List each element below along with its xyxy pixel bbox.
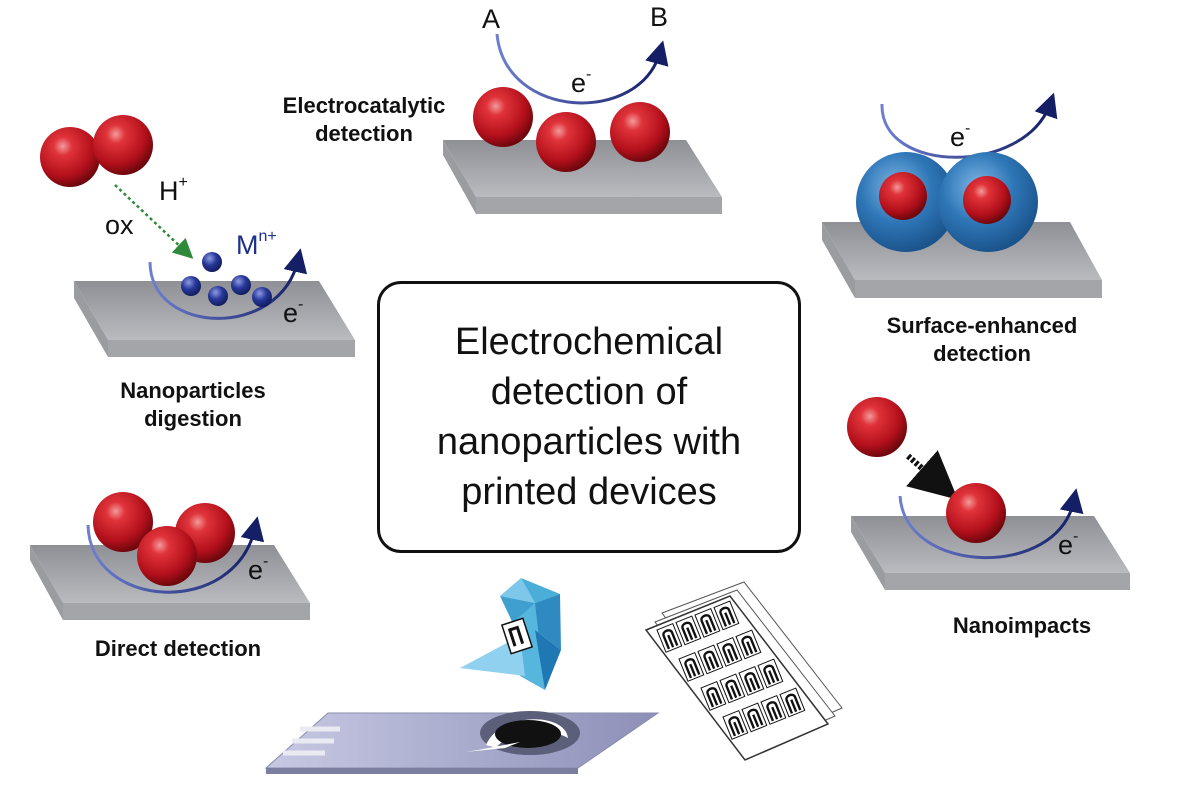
electron-label: e-: [248, 553, 269, 585]
mini-electrode: [716, 636, 743, 667]
metal-ion: [181, 276, 201, 296]
nanoparticle: [946, 483, 1006, 543]
mini-electrode: [722, 709, 749, 740]
label-digestion-line2: digestion: [144, 406, 242, 431]
screen-printed-electrode: [264, 711, 660, 774]
mini-electrode: [760, 694, 787, 725]
metal-ion: [231, 275, 251, 295]
electron-label: e-: [1058, 528, 1079, 560]
metal-ion: [252, 287, 272, 307]
metal-ion-label: Mn+: [236, 228, 277, 260]
direct-detection-panel: [30, 492, 310, 620]
mini-electrode: [694, 607, 721, 638]
mini-electrode: [700, 680, 727, 711]
nanoparticle: [847, 397, 907, 457]
surface-enhanced-panel: [822, 92, 1102, 298]
electron-transfer-arrow: [86, 516, 265, 594]
label-nanoimpacts: Nanoimpacts: [952, 613, 1092, 638]
mini-electrode: [738, 665, 765, 696]
mini-electrode: [719, 673, 746, 704]
nanoparticle: [610, 102, 670, 162]
nanoparticle: [473, 87, 533, 147]
mini-electrode: [656, 622, 683, 653]
product-label: B: [650, 2, 669, 32]
mini-electrode: [713, 600, 740, 631]
electrode-substrate: [74, 281, 355, 340]
central-title: Electrochemical detection of nanoparticl…: [436, 321, 742, 513]
mini-electrode: [757, 658, 784, 689]
proton-label: H+: [159, 174, 188, 206]
label-surface-enhanced-line2: detection: [933, 341, 1031, 366]
printed-electrode-sheets: [644, 581, 843, 761]
label-surface-enhanced-line1: Surface-enhanced: [886, 313, 1078, 338]
oxidation-label: ox: [105, 210, 134, 240]
electron-label: e-: [571, 66, 592, 98]
mini-electrode: [741, 702, 768, 733]
mini-electrode: [735, 629, 762, 660]
nanoparticle: [93, 115, 153, 175]
electron-transfer-arrow: [880, 92, 1058, 159]
label-direct-detection: Direct detection: [94, 636, 262, 661]
nanoparticle: [963, 176, 1011, 224]
nanoparticle: [137, 526, 197, 586]
mini-electrode: [678, 651, 705, 682]
label-digestion-line1: Nanoparticles: [120, 378, 266, 403]
nanoparticle: [879, 172, 927, 220]
electron-transfer-arrow: [148, 248, 308, 320]
origami-paper-device: [460, 578, 561, 690]
electron-transfer-arrow: [898, 488, 1084, 560]
mini-electrode: [697, 644, 724, 675]
label-electrocatalytic-line1: Electrocatalytic: [282, 93, 446, 118]
reactant-label: A: [482, 4, 501, 34]
nanoparticle: [536, 112, 596, 172]
metal-ion: [208, 286, 228, 306]
nanoparticle: [93, 492, 153, 552]
mini-electrode: [779, 687, 806, 718]
mini-electrode: [675, 615, 702, 646]
central-title-box: Electrochemical detection of nanoparticl…: [377, 281, 801, 553]
printed-electrode-array: [656, 600, 806, 740]
metal-ion: [202, 252, 222, 272]
electrocatalytic-panel: [443, 33, 722, 214]
nanoparticle: [40, 127, 100, 187]
electron-transfer-arrow: [495, 33, 669, 105]
label-electrocatalytic-line2: detection: [315, 121, 413, 146]
oxidation-arrow: [114, 184, 194, 259]
electrode-substrate-edge: [476, 197, 722, 214]
electron-label: e-: [950, 120, 971, 152]
impact-arrow: [906, 450, 959, 500]
electron-label: e-: [283, 296, 304, 328]
digestion-panel: [40, 115, 355, 357]
nanoimpacts-panel: [847, 397, 1130, 590]
